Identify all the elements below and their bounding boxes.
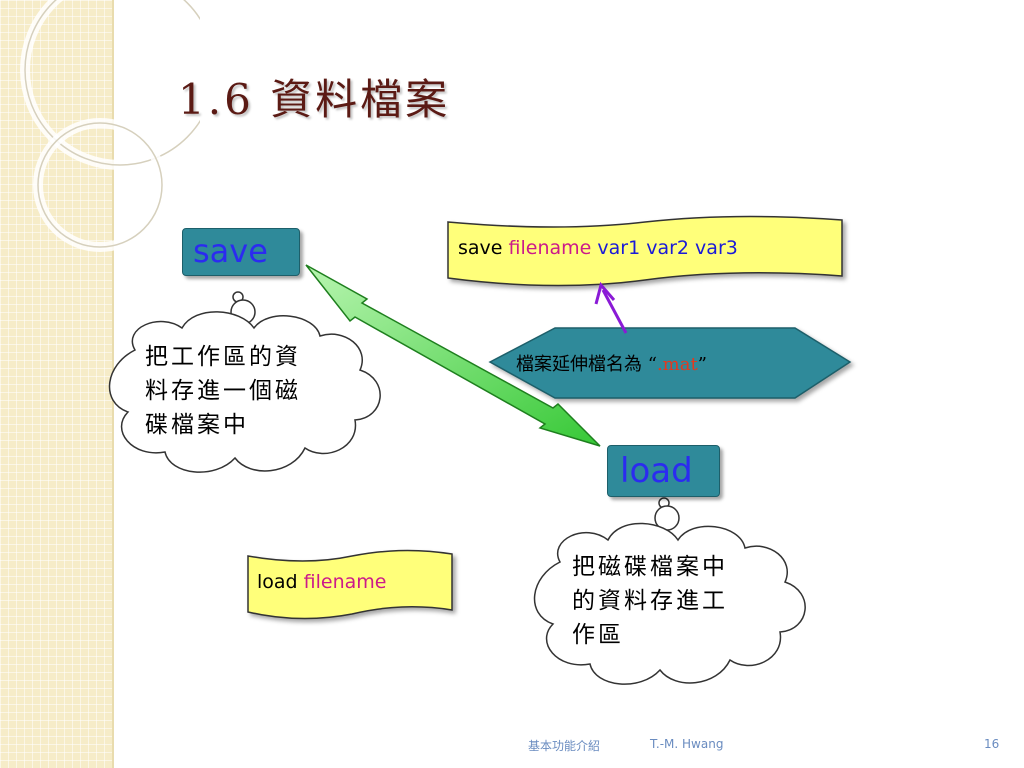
load-syntax-filename: filename — [303, 571, 387, 593]
load-cloud-line: 作區 — [572, 622, 624, 648]
extension-note: 檔案延伸檔名為 “.mat” — [516, 350, 707, 376]
extension-note-suffix: ” — [697, 354, 707, 375]
load-command-box: load — [607, 445, 720, 497]
load-cloud-text: 把磁碟檔案中 的資料存進工 作區 — [572, 550, 728, 652]
extension-note-prefix: 檔案延伸檔名為 “ — [516, 354, 657, 375]
save-syntax-vars: var1 var2 var3 — [597, 237, 738, 259]
save-syntax-scroll — [447, 215, 843, 287]
extension-arrow — [594, 281, 628, 334]
footer-course: 基本功能介紹 — [528, 739, 601, 753]
save-cloud-line: 碟檔案中 — [145, 412, 249, 438]
decorative-circles — [20, 0, 200, 252]
load-syntax-scroll — [247, 549, 453, 620]
save-cloud-line: 把工作區的資 — [145, 344, 301, 370]
load-syntax-command: load — [257, 571, 298, 593]
save-cloud-text: 把工作區的資 料存進一個磁 碟檔案中 — [145, 340, 301, 442]
save-syntax-filename: filename — [508, 237, 592, 259]
footer-page-number: 16 — [984, 737, 1000, 751]
save-syntax-command: save — [458, 237, 503, 259]
save-thought-cloud — [108, 291, 381, 473]
footer-author: T.-M. Hwang — [650, 737, 724, 751]
save-command-box: save — [182, 228, 300, 276]
save-load-double-arrow — [305, 264, 601, 447]
save-cloud-line: 料存進一個磁 — [145, 378, 301, 404]
load-cloud-line: 把磁碟檔案中 — [572, 554, 728, 580]
extension-note-ext: .mat — [656, 354, 698, 375]
extension-hexagon — [488, 327, 852, 399]
load-syntax-text: load filename — [257, 571, 386, 593]
save-syntax-text: save filename var1 var2 var3 — [458, 237, 738, 259]
load-thought-cloud — [533, 497, 806, 685]
slide-title: 1.6 資料檔案 — [178, 75, 451, 124]
load-cloud-line: 的資料存進工 — [572, 588, 728, 614]
